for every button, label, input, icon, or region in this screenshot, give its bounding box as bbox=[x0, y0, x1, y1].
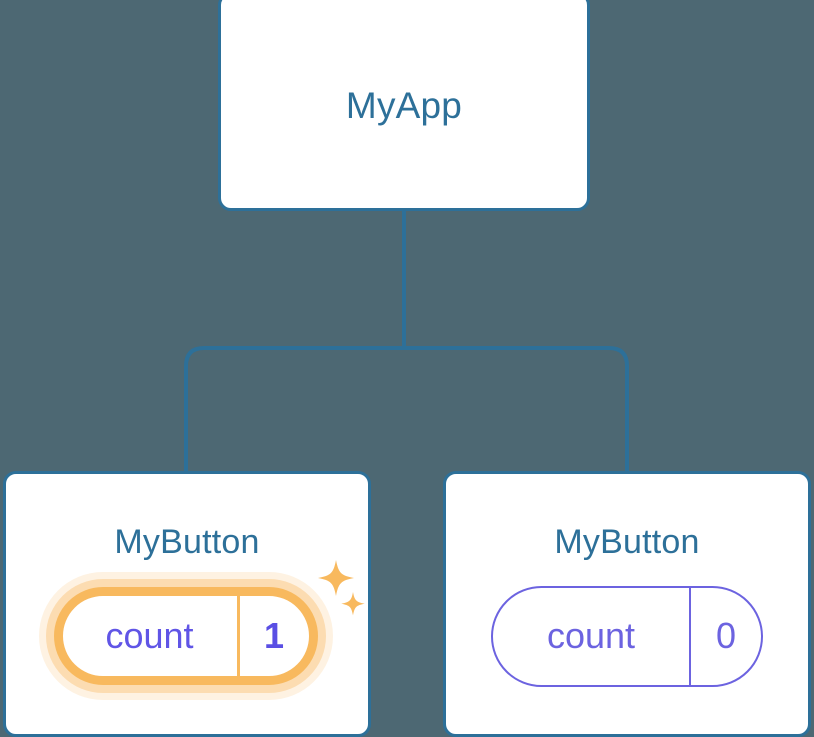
edge-right bbox=[404, 346, 629, 471]
node-myapp[interactable]: MyApp bbox=[218, 0, 590, 211]
state-pill-right[interactable]: count 0 bbox=[491, 585, 763, 687]
state-pill-left-wrapper: count 1 bbox=[0, 560, 371, 712]
state-key-left: count bbox=[105, 615, 194, 656]
state-pill-left[interactable]: count 1 bbox=[53, 587, 318, 685]
state-value-right: 0 bbox=[689, 587, 761, 685]
state-key-right: count bbox=[546, 615, 636, 656]
state-value-left: 1 bbox=[236, 596, 309, 676]
node-mybutton-right-title: MyButton bbox=[554, 523, 700, 561]
node-mybutton-left-title: MyButton bbox=[114, 523, 260, 561]
state-pill-right-wrapper: count 0 bbox=[443, 560, 811, 712]
node-myapp-title: MyApp bbox=[345, 85, 463, 126]
edge-left bbox=[184, 346, 404, 471]
